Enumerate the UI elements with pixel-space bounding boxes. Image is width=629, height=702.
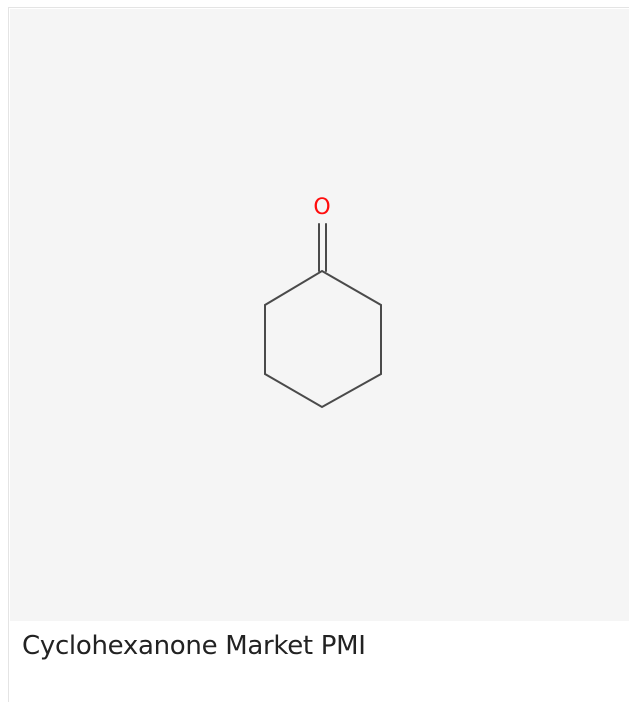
- product-card[interactable]: O Cyclohexanone Market PMI: [8, 7, 629, 702]
- product-image[interactable]: O: [10, 9, 629, 621]
- molecule-bonds: [264, 223, 382, 409]
- oxygen-atom-label: O: [313, 195, 330, 220]
- cyclohexane-ring: [264, 269, 382, 409]
- cyclohexanone-structure-diagram: O: [264, 195, 382, 409]
- product-title-link[interactable]: Cyclohexanone Market PMI: [22, 631, 366, 661]
